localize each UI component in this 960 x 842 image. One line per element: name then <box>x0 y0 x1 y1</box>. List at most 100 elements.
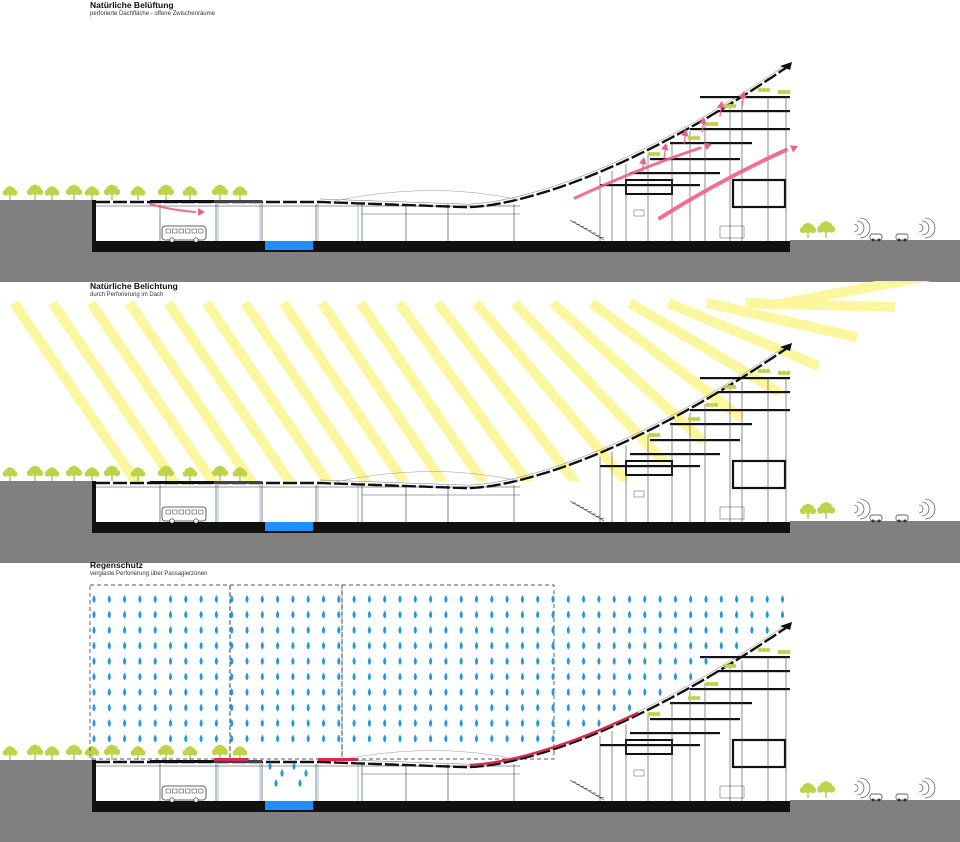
rain-drop <box>505 734 509 743</box>
stair <box>569 500 605 522</box>
tree-icon <box>44 186 60 200</box>
rain-drop <box>138 672 142 681</box>
glazing <box>318 758 358 761</box>
rain-drop <box>352 657 356 665</box>
rain-drop <box>199 610 203 619</box>
sun-ray <box>745 298 896 313</box>
terrace-green <box>647 151 653 157</box>
rain-drop <box>566 719 570 727</box>
rain-drop <box>123 641 127 650</box>
tree-icon <box>211 184 229 200</box>
rain-drop <box>520 703 524 712</box>
pool <box>265 801 313 810</box>
rain-drop <box>673 610 677 619</box>
rain-drop <box>750 626 754 634</box>
rain-drop <box>459 595 463 603</box>
tree-icon <box>816 781 836 798</box>
stair <box>569 779 605 801</box>
rain-drop <box>490 719 494 727</box>
rain-drop <box>337 688 341 696</box>
volume <box>731 738 787 769</box>
rain-drop <box>260 703 264 712</box>
sun-ray <box>666 298 821 371</box>
car-icon <box>869 233 883 242</box>
rain-drop <box>444 657 448 665</box>
rain-drop <box>292 762 296 770</box>
rain-drop <box>260 610 264 619</box>
terrace-green <box>777 649 783 655</box>
rain-drop <box>459 626 463 634</box>
rain-drop <box>245 641 249 650</box>
passenger-zone <box>229 584 343 760</box>
terrace-green <box>731 663 737 669</box>
tree-icon <box>65 465 83 481</box>
rain-drop <box>168 657 173 665</box>
rain-drop <box>168 719 173 727</box>
rain-drop <box>429 672 433 681</box>
rain-drop <box>245 626 249 634</box>
glazing <box>214 758 248 761</box>
floor-slab <box>700 377 790 380</box>
rain-drop <box>627 703 632 712</box>
rain-drop <box>597 719 601 727</box>
rain-drop <box>689 672 693 681</box>
rain-drop <box>566 595 570 603</box>
rain-drop <box>429 626 433 634</box>
rain-drop <box>551 641 555 650</box>
rain-drop <box>658 672 662 681</box>
rain-drop <box>505 626 509 634</box>
rain-drop <box>92 734 96 743</box>
terrace-green <box>687 135 693 141</box>
rain-drop <box>138 610 142 619</box>
rain-drop <box>505 595 509 603</box>
terrace-green <box>705 402 711 408</box>
rain-drop <box>536 610 540 619</box>
foundation-slab <box>92 522 790 533</box>
rain-drop <box>566 672 570 681</box>
floor-slab <box>718 110 790 113</box>
rain-drop <box>153 719 157 727</box>
rain-drop <box>260 688 264 696</box>
rain-drop <box>168 595 173 603</box>
sun-ray <box>549 299 707 445</box>
rain-drop <box>597 610 601 619</box>
tree-icon <box>211 744 229 760</box>
rain-drop <box>291 719 295 727</box>
car-icon <box>869 793 883 802</box>
rain-drop <box>123 734 127 743</box>
tree-icon <box>130 467 146 481</box>
volume <box>625 460 673 476</box>
rain-drop <box>260 626 264 634</box>
rain-drop <box>536 657 540 665</box>
rain-drop <box>230 672 234 681</box>
rain-drop <box>123 626 127 634</box>
rain-drop <box>551 672 555 681</box>
rain-drop <box>352 688 356 696</box>
terrace-green <box>781 370 787 376</box>
rain-drop <box>352 734 356 743</box>
rain-drop <box>199 688 203 696</box>
rain-drop <box>536 703 540 712</box>
terrace-green <box>709 681 715 687</box>
rain-drop <box>643 626 647 634</box>
airflow-arrow <box>149 203 196 213</box>
rain-drop <box>536 688 540 696</box>
rain-drop <box>352 610 356 619</box>
rain-drop <box>704 610 708 619</box>
terrace-green <box>705 681 711 687</box>
rain-drop <box>505 672 509 681</box>
car-icon <box>869 514 883 523</box>
rain-drop <box>383 672 387 681</box>
rain-drop <box>444 626 448 634</box>
rain-drop <box>673 657 677 665</box>
rain-drop <box>274 779 278 787</box>
rain-drop <box>597 657 601 665</box>
rain-drop <box>337 719 341 727</box>
rain-drop <box>627 641 632 650</box>
rain-drop <box>153 657 157 665</box>
terrace-green <box>687 416 693 422</box>
floor-slab <box>630 172 720 175</box>
terrace-green <box>761 87 767 93</box>
rain-drop <box>413 641 417 650</box>
rain-drop <box>276 595 280 603</box>
